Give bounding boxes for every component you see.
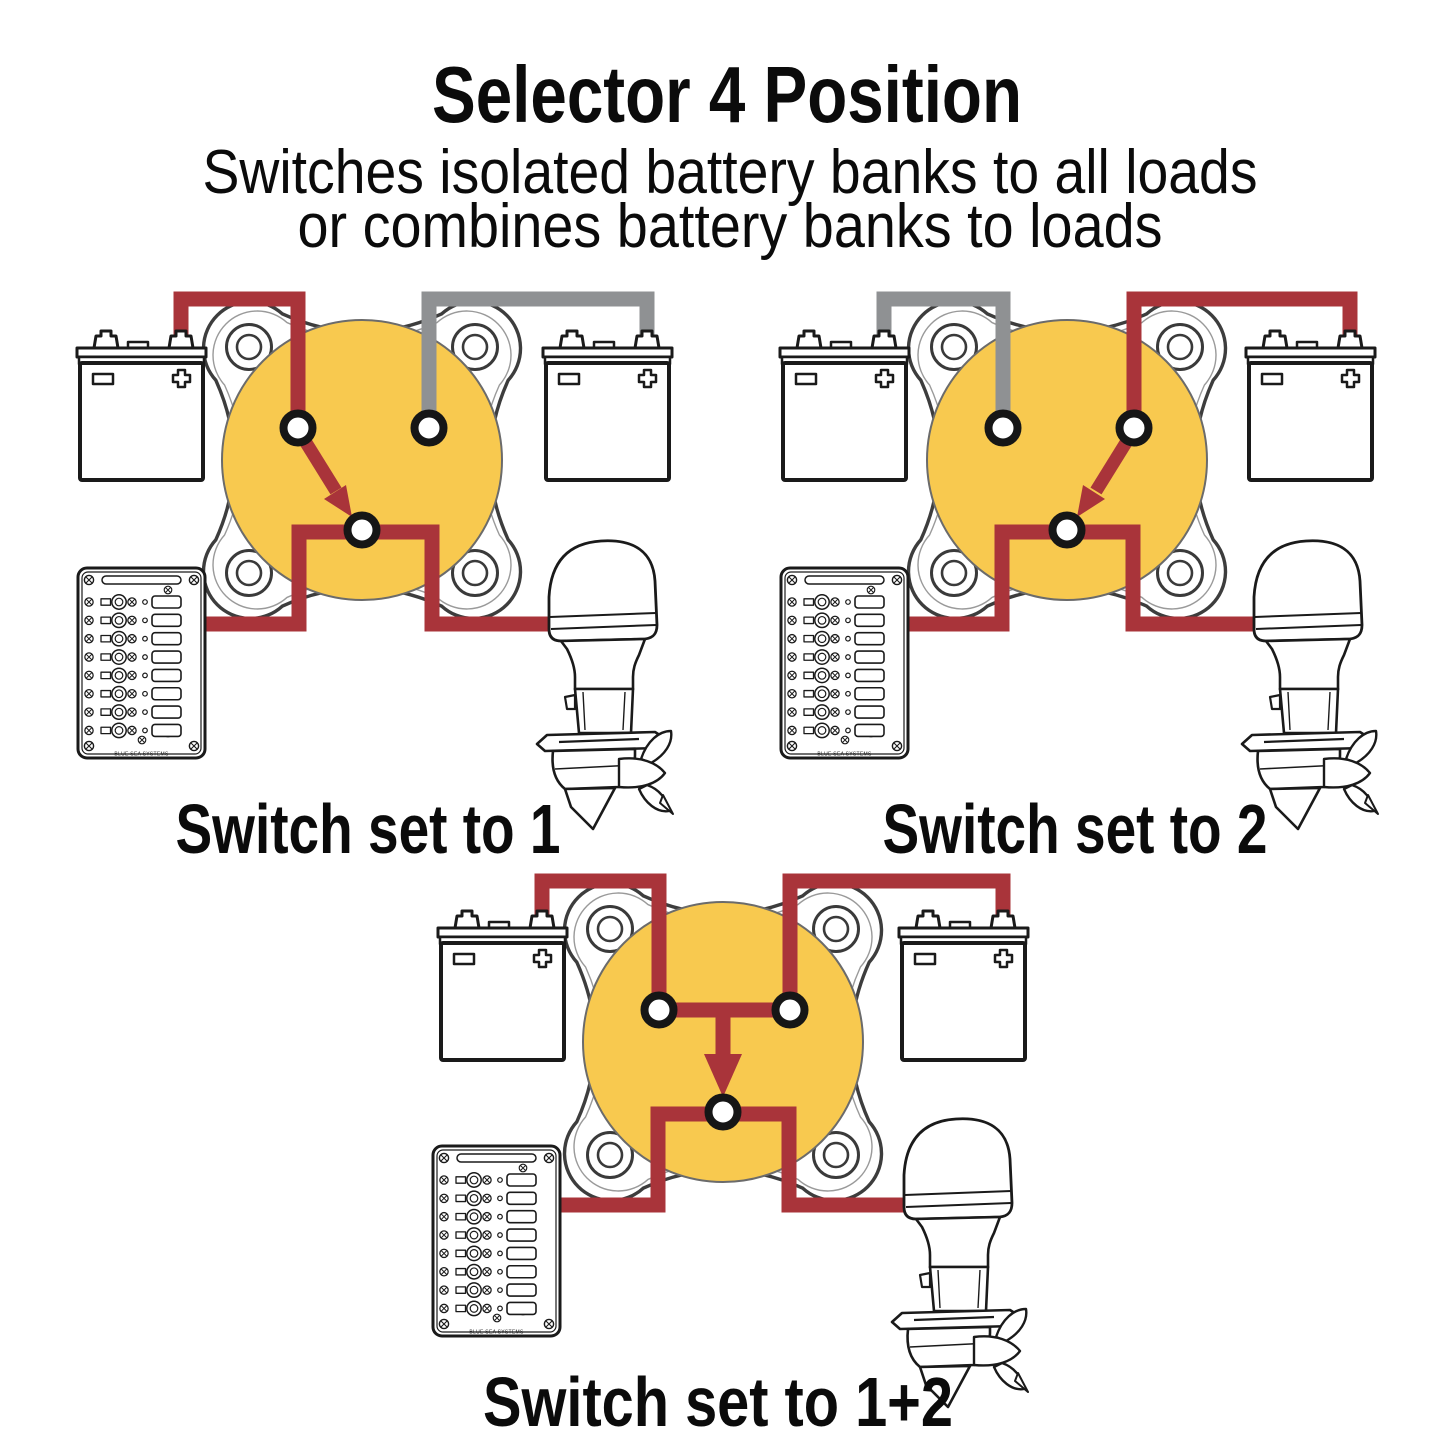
diagram-switch-set-to-1: Switch set to 1 xyxy=(75,291,675,868)
battery2-feed-wire-gray xyxy=(421,291,655,432)
caption-switch-set-to-2: Switch set to 2 xyxy=(883,790,1268,868)
breaker-panel xyxy=(78,568,205,758)
terminal-common xyxy=(348,516,377,545)
diagram-switch-set-to-2: Switch set to 2 xyxy=(778,291,1380,868)
terminal-common xyxy=(709,1098,738,1127)
battery1-feed-wire-gray xyxy=(876,291,1011,432)
outboard-motor xyxy=(1240,539,1380,831)
page-title: Selector 4 Position xyxy=(432,50,1022,139)
selector-arrow-shaft xyxy=(299,437,342,495)
breaker-panel xyxy=(433,1146,560,1336)
caption-switch-set-to-1: Switch set to 1 xyxy=(176,790,561,868)
battery1-feed-wire-red xyxy=(173,291,306,432)
battery-2 xyxy=(1244,329,1377,482)
page-subtitle-line1: Switches isolated battery banks to all l… xyxy=(203,138,1258,207)
battery1-feed-wire-red xyxy=(534,873,667,1014)
terminal-2 xyxy=(1120,414,1149,443)
terminal-2 xyxy=(415,414,444,443)
battery-2 xyxy=(541,329,674,482)
selector-arrow-head xyxy=(704,1054,742,1097)
selector-arrow-head xyxy=(1077,485,1105,517)
terminal-1 xyxy=(989,414,1018,443)
outboard-motor xyxy=(535,539,675,831)
terminal-1 xyxy=(645,996,674,1025)
header: Selector 4 Position Switches isolated ba… xyxy=(203,50,1258,261)
selector-arrow-shaft xyxy=(1090,437,1133,495)
battery-1 xyxy=(436,909,569,1062)
diagram-switch-set-to-1-2: Switch set to 1+2 xyxy=(433,873,1030,1441)
battery2-feed-wire-red xyxy=(1126,291,1358,432)
selector-arrow-head xyxy=(324,485,352,517)
battery-1 xyxy=(778,329,911,482)
battery-1 xyxy=(75,329,208,482)
terminal-1 xyxy=(284,414,313,443)
page-subtitle-line2: or combines battery banks to loads xyxy=(298,192,1163,261)
terminal-common xyxy=(1053,516,1082,545)
caption-switch-set-to-1-2: Switch set to 1+2 xyxy=(483,1363,953,1441)
breaker-panel xyxy=(781,568,908,758)
battery2-feed-wire-red xyxy=(782,873,1011,1014)
battery-2 xyxy=(897,909,1030,1062)
terminal-2 xyxy=(776,996,805,1025)
